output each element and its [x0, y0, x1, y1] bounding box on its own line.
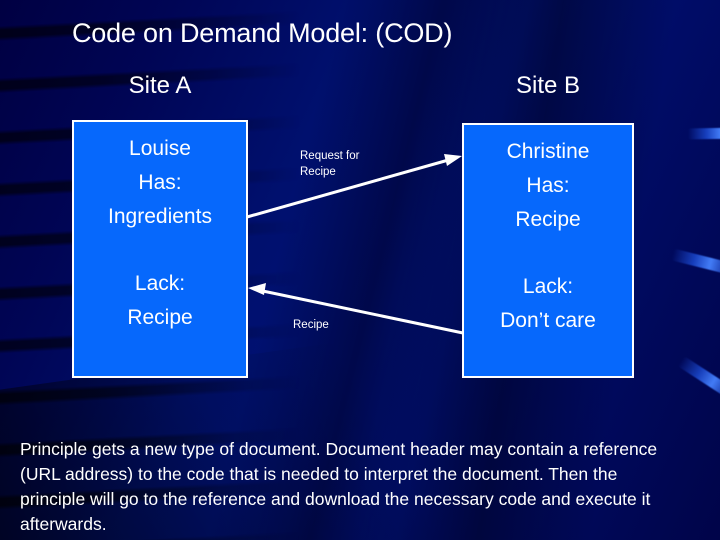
- site-a-box: Louise Has: Ingredients Lack: Recipe: [72, 120, 248, 378]
- body-paragraph: Principle gets a new type of document. D…: [20, 439, 658, 534]
- site-a-lack-label: Lack:: [134, 272, 186, 295]
- site-b-box: Christine Has: Recipe Lack: Don’t care: [462, 123, 634, 378]
- recipe-arrow-label: Recipe: [293, 317, 329, 333]
- site-b-lack-value: Don’t care: [500, 309, 596, 332]
- site-a-lack-value: Recipe: [127, 306, 193, 329]
- request-arrow-label: Request for Recipe: [300, 148, 359, 180]
- request-arrow-label-line1: Request for: [300, 150, 360, 162]
- site-a-heading: Site A: [128, 72, 192, 99]
- slide-title: Code on Demand Model: (COD): [72, 18, 453, 48]
- site-a-has-label: Has:: [138, 171, 182, 194]
- site-a-name: Louise: [129, 137, 191, 160]
- site-b-has-label: Has:: [526, 174, 570, 197]
- site-b-lack-label: Lack:: [522, 275, 574, 298]
- site-b-heading: Site B: [515, 72, 581, 99]
- request-arrow-label-line2: Recipe: [300, 166, 336, 178]
- site-a-has-value: Ingredients: [108, 205, 212, 228]
- site-b-has-value: Recipe: [515, 208, 581, 231]
- recipe-arrow-label-line1: Recipe: [293, 319, 329, 331]
- site-b-name: Christine: [506, 140, 590, 163]
- decorative-streak-top: [687, 127, 720, 140]
